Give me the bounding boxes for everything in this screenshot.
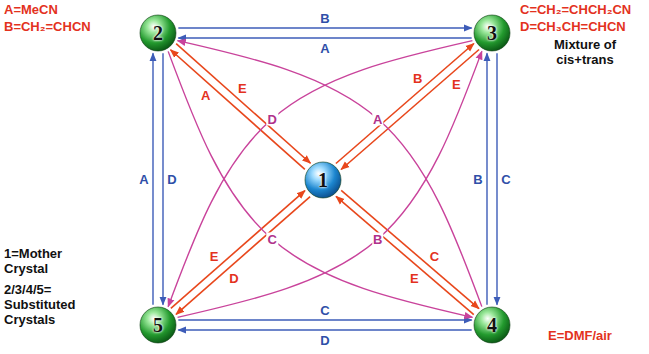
node-text-holder: 2 (139, 14, 177, 52)
sphere (305, 162, 341, 198)
sphere (474, 15, 510, 51)
reagent-letter: B (319, 12, 330, 25)
conversion-arrow (176, 44, 310, 164)
reagent-letter: A (200, 89, 211, 102)
node-number: 5 (153, 315, 163, 335)
curved-arrow (168, 41, 472, 307)
reagent-letter: D (267, 112, 278, 125)
node-text-holder: 4 (473, 306, 511, 344)
node-number: 4 (487, 315, 497, 335)
conversion-arrow (162, 53, 163, 304)
conversion-arrow (341, 190, 479, 308)
substituted-crystal-sphere: 4 (473, 306, 511, 344)
sphere (474, 307, 510, 343)
node-number: 1 (318, 170, 328, 190)
node-number: 2 (153, 23, 163, 43)
reagent-letter: E (237, 82, 248, 95)
legend-note: Mixture of cis+trans (540, 37, 630, 67)
legend-note: 1=Mother Crystal (4, 246, 82, 276)
curved-arrow (168, 51, 472, 317)
node-text-holder: 1 (304, 161, 342, 199)
reagent-letter: E (409, 272, 420, 285)
sphere (140, 307, 176, 343)
conversion-arrow (178, 37, 471, 38)
conversion-arrow (178, 329, 471, 330)
reagent-letter: D (228, 272, 239, 285)
reagent-key: E=DMF/air (548, 328, 612, 343)
reagent-key: A=MeCN (4, 2, 58, 17)
reagent-key: B=CH₂=CHCN (4, 19, 91, 34)
substituted-crystal-sphere: 5 (139, 306, 177, 344)
conversion-arrow (341, 50, 479, 170)
reagent-letter: D (166, 173, 177, 186)
conversion-arrow (486, 53, 487, 304)
reagent-letter: B (372, 233, 383, 246)
substituted-crystal-sphere: 2 (139, 14, 177, 52)
sphere (140, 15, 176, 51)
node-text-holder: 5 (139, 306, 177, 344)
conversion-arrow (496, 53, 497, 304)
curved-arrow (178, 41, 482, 307)
conversion-arrow (178, 27, 471, 28)
reagent-key: D=CH₃CH=CHCN (520, 19, 626, 34)
reagent-letter: D (319, 334, 330, 347)
reagent-letter: C (267, 233, 278, 246)
reagent-letter: A (319, 42, 330, 55)
node-text-holder: 3 (473, 14, 511, 52)
reagent-key: C=CH₂=CHCH₂CN (520, 2, 631, 17)
reagent-letter: B (472, 173, 483, 186)
conversion-arrow (178, 319, 471, 320)
legend-note: 2/3/4/5= Substituted Crystals (4, 282, 90, 327)
reagent-letter: B (412, 71, 423, 84)
conversion-arrow (176, 197, 310, 315)
node-number: 3 (487, 23, 497, 43)
reagent-letter: E (209, 250, 220, 263)
reagent-letter: E (451, 77, 462, 90)
conversion-arrow (152, 53, 153, 304)
reagent-letter: A (372, 112, 383, 125)
substituted-crystal-sphere: 3 (473, 14, 511, 52)
mother-crystal-sphere: 1 (304, 161, 342, 199)
curved-arrow (178, 51, 482, 317)
reagent-letter: C (500, 173, 511, 186)
reagent-letter: A (138, 173, 149, 186)
reagent-letter: C (319, 304, 330, 317)
reagent-letter: C (429, 250, 440, 263)
